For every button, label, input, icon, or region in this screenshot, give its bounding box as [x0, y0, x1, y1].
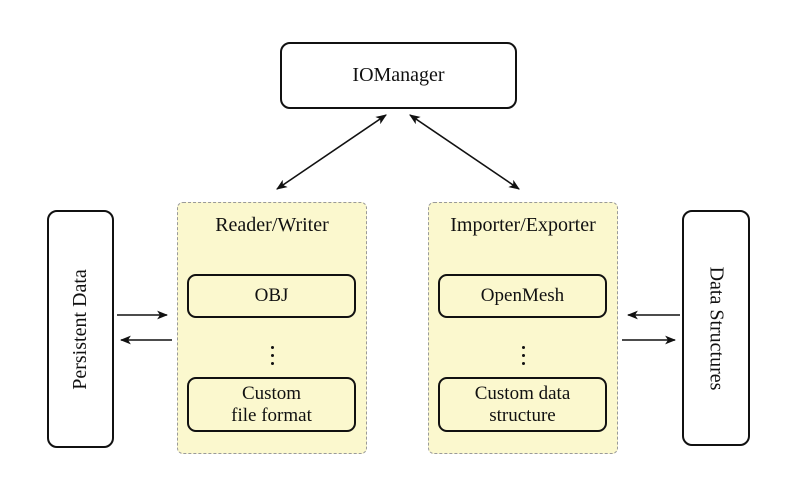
obj-label: OBJ	[254, 285, 289, 306]
reader-writer-group: Reader/Writer OBJ Custom file format	[177, 202, 367, 454]
custom-file-format-label: Custom file format	[231, 382, 312, 426]
persistent-data-label: Persistent Data	[69, 268, 91, 390]
data-structures-node: Data Structures	[682, 210, 750, 446]
obj-box: OBJ	[187, 274, 356, 318]
io-manager-label: IOManager	[352, 64, 445, 86]
edge-iomanager-readerwriter	[276, 114, 387, 190]
custom-data-structure-box: Custom data structure	[438, 377, 607, 432]
custom-file-format-box: Custom file format	[187, 377, 356, 432]
importer-exporter-group: Importer/Exporter OpenMesh Custom data s…	[428, 202, 618, 454]
persistent-data-node: Persistent Data	[47, 210, 114, 448]
openmesh-box: OpenMesh	[438, 274, 607, 318]
reader-writer-title: Reader/Writer	[215, 214, 329, 236]
openmesh-label: OpenMesh	[480, 285, 565, 306]
vertical-ellipsis-icon	[429, 339, 617, 371]
io-manager-node: IOManager	[280, 42, 517, 109]
vertical-ellipsis-icon	[178, 339, 366, 371]
importer-exporter-title: Importer/Exporter	[450, 214, 596, 236]
edge-iomanager-importerexporter	[409, 114, 520, 190]
custom-data-structure-label: Custom data structure	[474, 382, 571, 426]
data-structures-label: Data Structures	[705, 266, 728, 390]
